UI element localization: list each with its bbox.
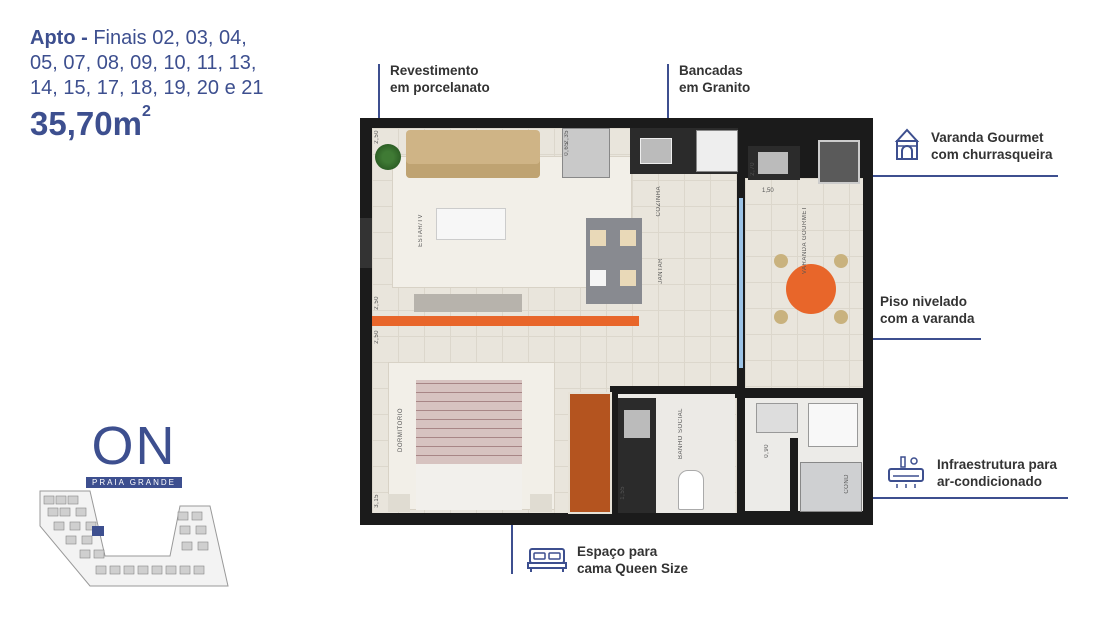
- label-cozinha: COZINHA: [656, 186, 662, 217]
- plant: [375, 144, 401, 170]
- churrasqueira: [818, 140, 860, 184]
- wall-service-top: [735, 388, 865, 398]
- area-value: 35,70m2: [30, 103, 330, 143]
- air-conditioner-icon: [887, 455, 925, 489]
- dim-label: 3,15: [374, 494, 380, 508]
- dim-label: 2,50: [374, 296, 380, 310]
- apartment-header: Apto - Finais 02, 03, 04, 05, 07, 08, 09…: [30, 26, 330, 143]
- building-site-plan-thumbnail: [30, 486, 230, 590]
- callout-revestimento-line2: em porcelanato: [390, 80, 490, 95]
- dim-label: 1,50: [762, 188, 774, 194]
- callout-espaco-line2: cama Queen Size: [577, 561, 689, 576]
- dining-chair: [620, 230, 636, 246]
- callout-piso: Piso nivelado com a varanda: [880, 293, 975, 327]
- dim-label: 2,50: [374, 330, 380, 344]
- callout-revestimento: Revestimento em porcelanato: [390, 62, 490, 96]
- callout-infra-line2: ar-condicionado: [937, 474, 1043, 489]
- callout-bancadas-line: [667, 64, 669, 152]
- floor-plan: ESTAR/TV COZINHA JANTAR VARANDA GOURMET …: [360, 118, 873, 525]
- logo-subtitle: PRAIA GRANDE: [85, 477, 182, 488]
- window-varanda: [739, 198, 743, 368]
- callout-varanda-line: [856, 175, 1058, 177]
- wardrobe: [568, 392, 612, 514]
- wall-bathroom-left: [610, 388, 618, 513]
- varanda-floor: [745, 178, 863, 388]
- kitchen-sink: [640, 138, 672, 164]
- washing-machine: [808, 403, 858, 447]
- label-jantar: JANTAR: [658, 258, 664, 284]
- label-estar: ESTAR/TV: [418, 214, 424, 247]
- dim-label: 1,55: [620, 486, 626, 500]
- area-number: 35,70m: [30, 105, 142, 142]
- bed-icon: [527, 545, 567, 573]
- finais-line-1: Apto - Finais 02, 03, 04,: [30, 26, 330, 51]
- callout-piso-line: [846, 338, 981, 340]
- sofa: [406, 130, 540, 178]
- varanda-chair: [774, 254, 788, 268]
- varanda-round-table: [786, 264, 836, 314]
- dining-chair: [590, 230, 606, 246]
- finais-line-3: 14, 15, 17, 18, 19, 20 e 21: [30, 77, 264, 99]
- callout-piso-line1: Piso nivelado: [880, 294, 968, 309]
- label-banho: BANHO SOCIAL: [678, 408, 684, 460]
- bathroom-sink: [624, 410, 650, 438]
- varanda-chair: [834, 310, 848, 324]
- wall-service-divider: [790, 438, 798, 513]
- dining-chair: [590, 270, 606, 286]
- apto-label: Apto -: [30, 27, 88, 49]
- area-unit: 2: [141, 103, 151, 120]
- callout-piso-line2: com a varanda: [880, 311, 975, 326]
- callout-varanda-line2: com churrasqueira: [931, 147, 1053, 162]
- cooktop: [696, 130, 738, 172]
- callout-espaco-line1: Espaço para: [577, 544, 658, 559]
- callout-infra-line1: Infraestrutura para: [937, 457, 1058, 472]
- laundry-tank: [756, 403, 798, 433]
- callout-bancadas-line2: em Granito: [679, 80, 751, 95]
- finais-line-2: 05, 07, 08, 09, 10, 11, 13,: [30, 52, 257, 74]
- window-living: [360, 218, 372, 268]
- callout-revestimento-line1: Revestimento: [390, 63, 479, 78]
- dining-chair: [620, 270, 636, 286]
- label-dormitorio: DORMITÓRIO: [398, 408, 404, 452]
- dim-label: 0,90: [764, 444, 770, 458]
- callout-espaco-line: [511, 480, 513, 574]
- orange-divider-panel: [372, 316, 639, 326]
- finais-text-1: Finais 02, 03, 04,: [87, 27, 247, 49]
- callout-revestimento-line: [378, 64, 380, 152]
- coffee-table: [436, 208, 506, 240]
- callout-bancadas-line1: Bancadas: [679, 63, 743, 78]
- condenser-unit: [800, 462, 862, 512]
- dim-label: 0,65: [564, 142, 570, 156]
- refrigerator: [562, 128, 610, 178]
- tv-cabinet: [414, 294, 522, 312]
- varanda-sink: [758, 152, 788, 174]
- wall-bathroom-top: [610, 386, 740, 394]
- callout-espaco: Espaço para cama Queen Size: [577, 543, 688, 577]
- callout-bancadas: Bancadas em Granito: [679, 62, 750, 96]
- varanda-chair: [774, 310, 788, 324]
- toilet: [678, 470, 704, 510]
- nightstand: [530, 494, 552, 512]
- dim-label: 2,70: [750, 162, 756, 176]
- logo-title: ON: [91, 416, 177, 476]
- brand-logo: ON PRAIA GRANDE: [84, 416, 184, 490]
- dim-label: 2,50: [374, 130, 380, 144]
- nightstand: [388, 494, 410, 512]
- varanda-chair: [834, 254, 848, 268]
- bed-pillows-area: [416, 464, 522, 510]
- label-varanda: VARANDA GOURMET: [802, 206, 808, 275]
- grill-icon: [893, 127, 921, 161]
- label-cond: COND: [844, 474, 850, 494]
- callout-infra: Infraestrutura para ar-condicionado: [937, 456, 1057, 490]
- callout-infra-line: [866, 497, 1068, 499]
- callout-varanda-line1: Varanda Gourmet: [931, 130, 1044, 145]
- callout-varanda: Varanda Gourmet com churrasqueira: [931, 129, 1053, 163]
